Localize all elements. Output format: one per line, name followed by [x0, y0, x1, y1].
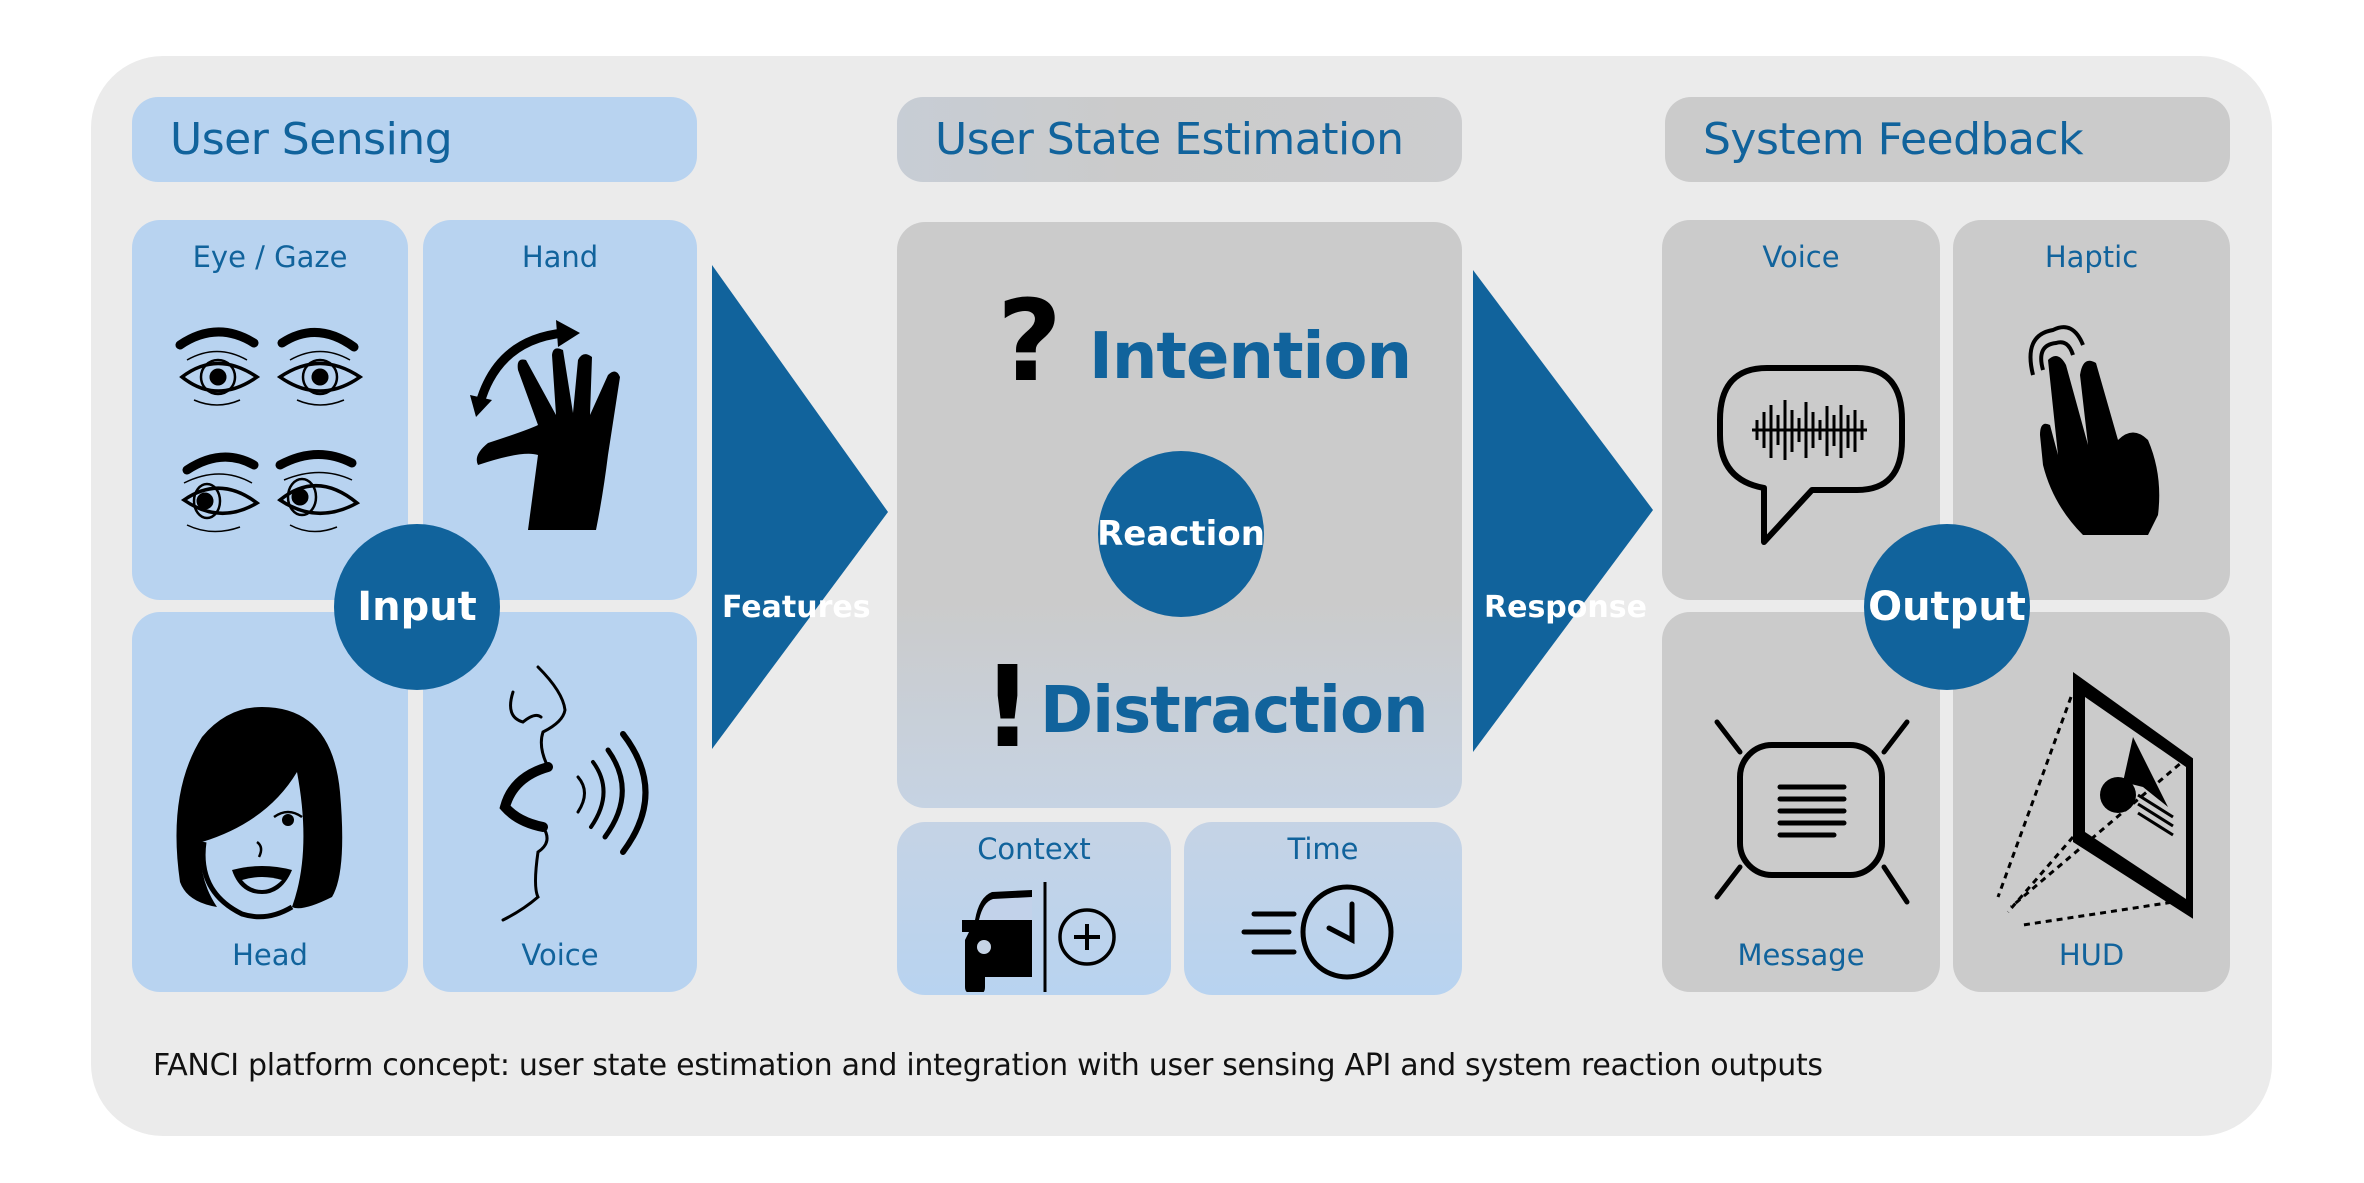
tile-label: Haptic [2044, 240, 2139, 274]
tile-eye-gaze: Eye / Gaze [132, 220, 408, 600]
tile-context: Context [897, 822, 1171, 995]
tile-head: Head [132, 612, 408, 992]
tile-message: Message [1662, 612, 1940, 992]
response-arrow [1473, 270, 1653, 752]
user-state-estimation-title: User State Estimation [935, 114, 1404, 165]
tile-haptic: Haptic [1953, 220, 2230, 600]
output-hub-label: Output [1868, 584, 2026, 630]
reaction-hub-label: Reaction [1097, 514, 1265, 554]
question-mark-icon: ? [997, 277, 1062, 407]
message-display-icon [1714, 719, 1910, 905]
tile-time: Time [1184, 822, 1462, 995]
tile-label: Voice [521, 938, 599, 972]
tile-voice-input: Voice [423, 612, 697, 992]
tile-label: Eye / Gaze [192, 240, 348, 274]
tile-label: Hand [521, 240, 599, 274]
reaction-hub: Reaction [1097, 451, 1265, 617]
distraction-label: Distraction [1040, 674, 1428, 748]
waving-hand-icon [470, 320, 620, 530]
two-finger-tap-icon [2028, 325, 2160, 535]
tile-hand: Hand [423, 220, 697, 600]
input-hub-label: Input [357, 584, 477, 630]
fast-clock-icon [1241, 884, 1394, 980]
features-arrow-label: Features [722, 590, 871, 625]
car-plus-icon [962, 882, 1116, 992]
output-hub: Output [1864, 524, 2030, 690]
user-state-estimation-header: User State Estimation [897, 97, 1462, 182]
system-feedback-title: System Feedback [1703, 114, 2084, 165]
eyes-icon [175, 327, 364, 533]
tile-hud: HUD [1953, 612, 2230, 992]
features-arrow [712, 265, 888, 749]
tile-label: Time [1287, 832, 1359, 866]
tile-label: Head [232, 938, 308, 972]
exclamation-mark-icon: ! [982, 643, 1034, 773]
system-feedback-header: System Feedback [1665, 97, 2230, 182]
tile-label: Message [1737, 938, 1865, 972]
figure-caption: FANCI platform concept: user state estim… [153, 1048, 1823, 1083]
user-sensing-title: User Sensing [170, 114, 453, 165]
response-arrow-label: Response [1484, 590, 1647, 625]
input-hub: Input [334, 524, 500, 690]
face-icon [176, 707, 343, 920]
speech-bubble-waveform-icon [1717, 365, 1905, 545]
speaking-profile-icon [499, 665, 649, 922]
intention-label: Intention [1089, 320, 1412, 394]
head-up-display-icon [1996, 672, 2193, 927]
user-sensing-header: User Sensing [132, 97, 697, 182]
tile-label: HUD [2058, 938, 2125, 972]
tile-label: Context [977, 832, 1091, 866]
tile-voice-output: Voice [1662, 220, 1940, 600]
tile-label: Voice [1762, 240, 1840, 274]
